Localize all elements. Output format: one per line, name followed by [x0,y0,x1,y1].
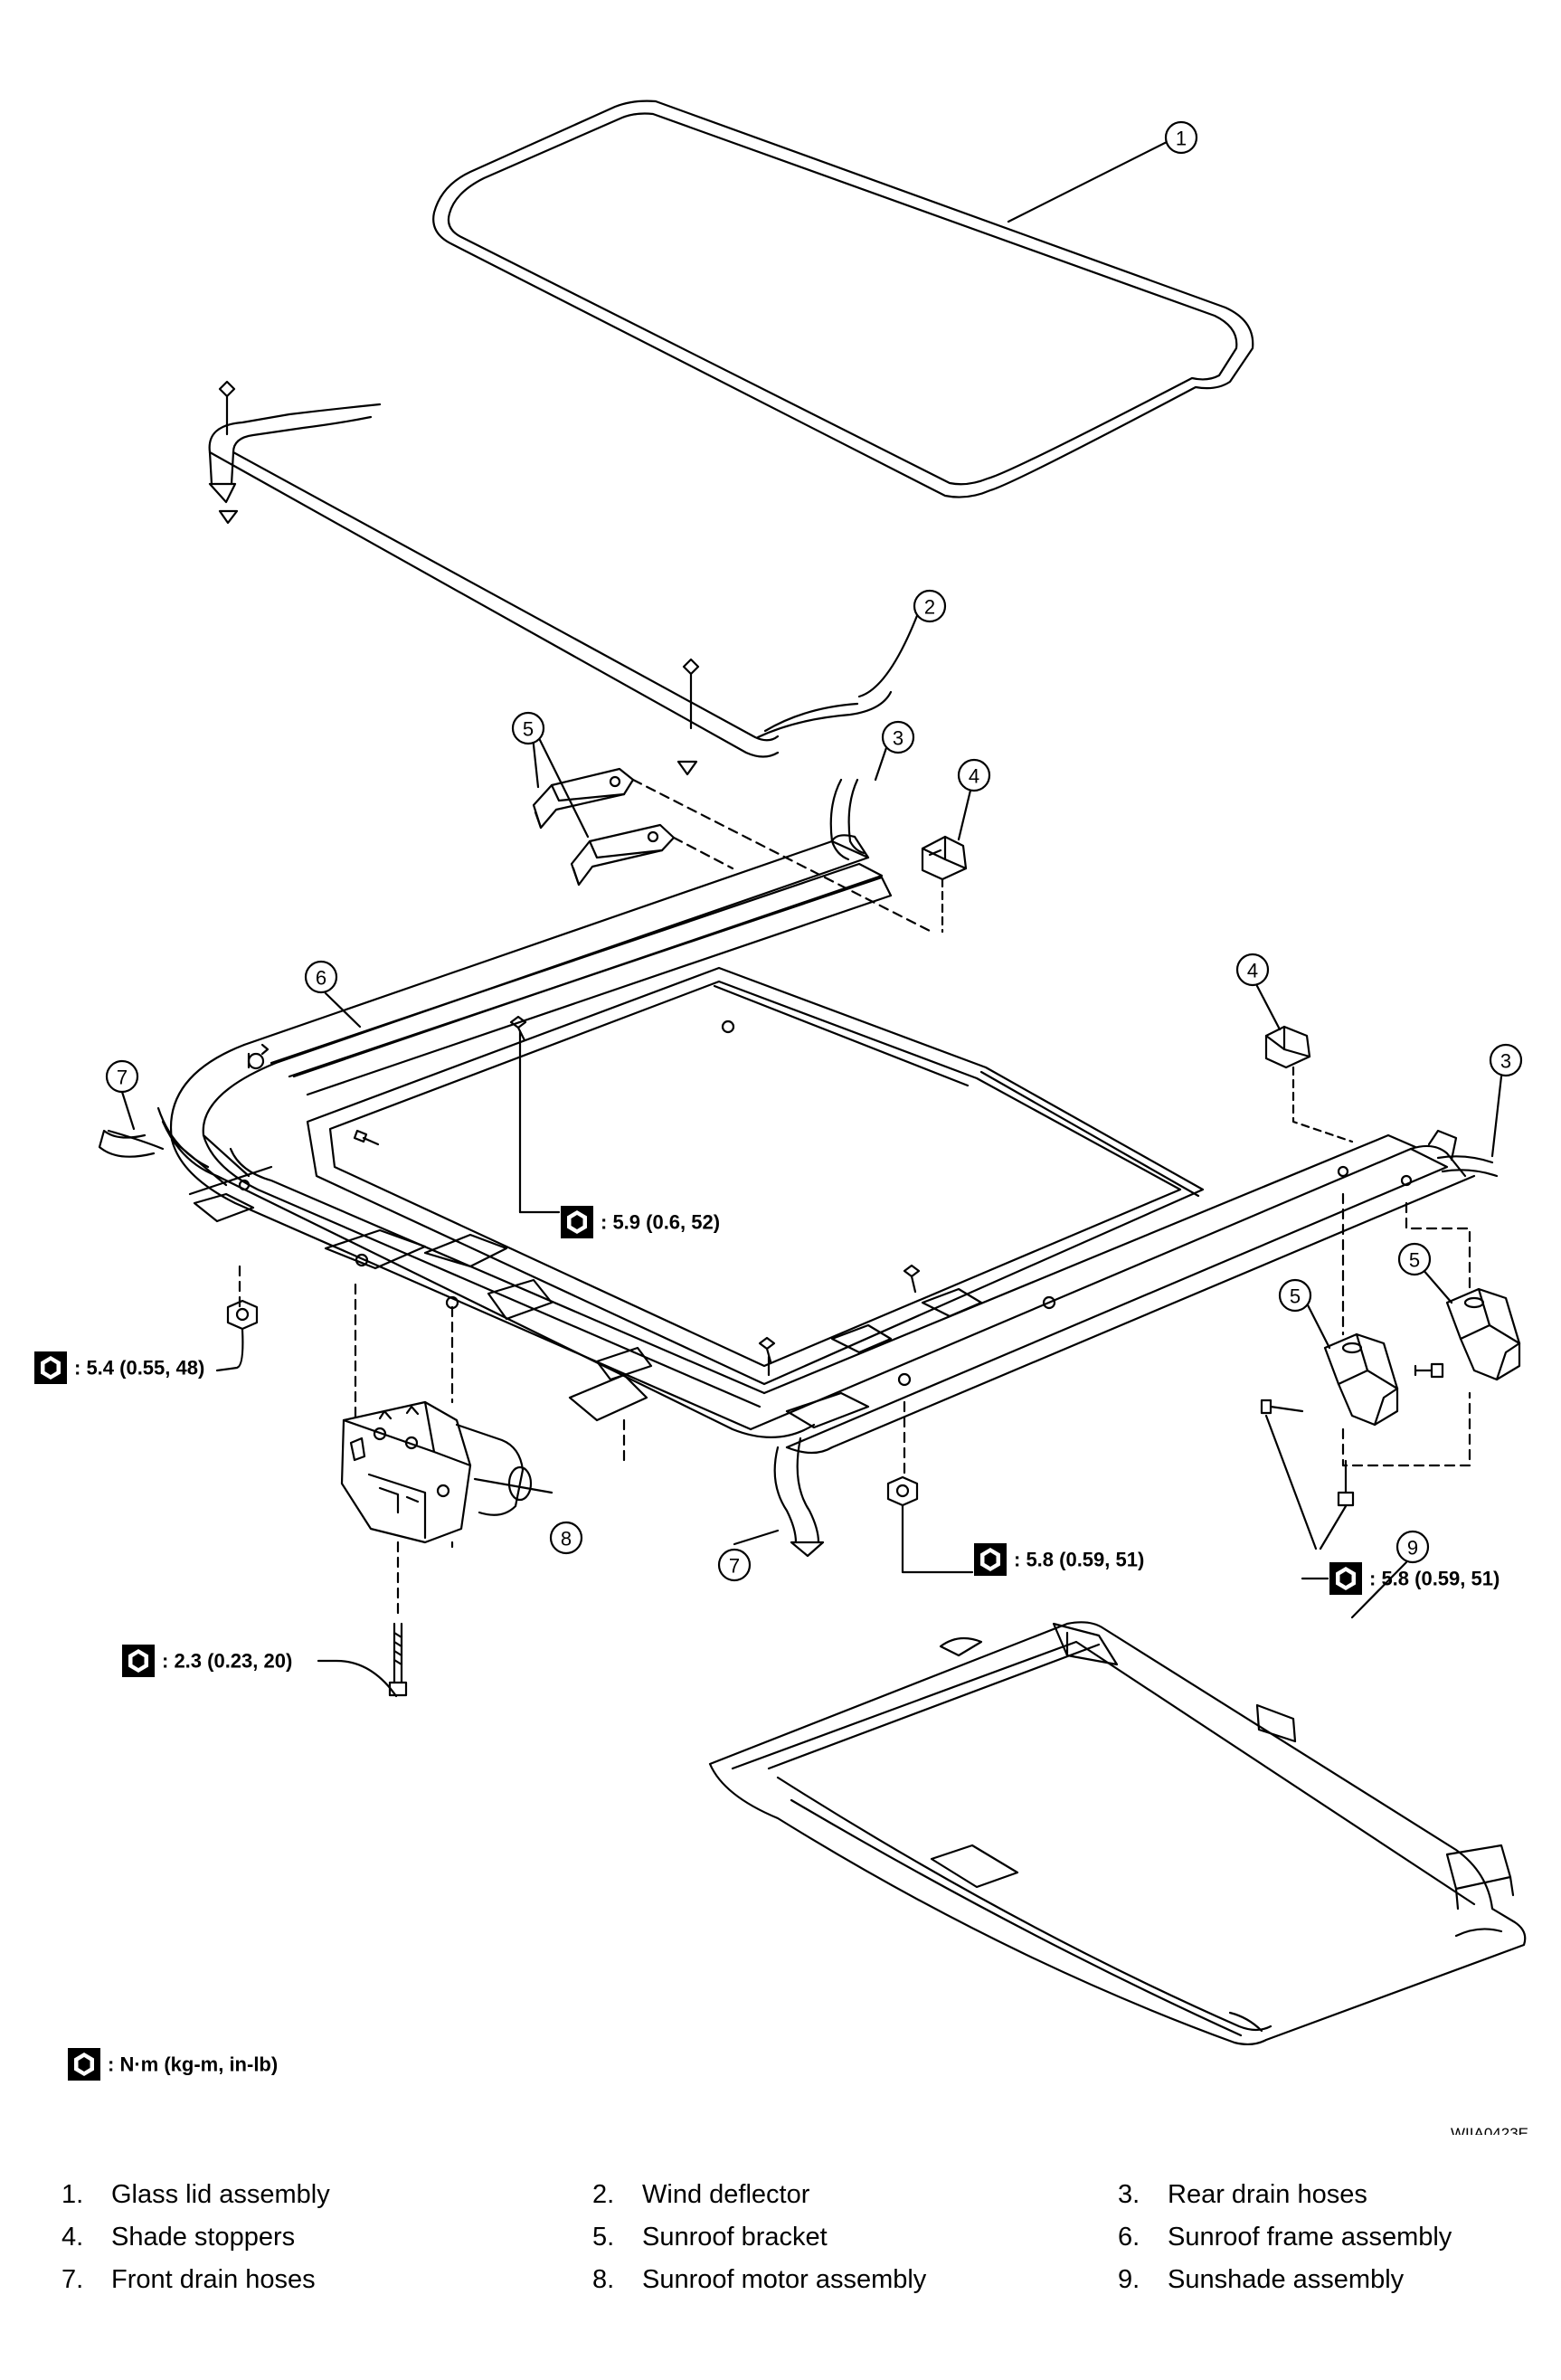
callout-number: 4 [1247,960,1258,982]
torque-icon [68,2048,100,2081]
torque-spec-frame-nut: : 5.4 (0.55, 48) [74,1357,204,1380]
torque-icon [34,1351,67,1384]
callout-number: 7 [117,1067,128,1089]
legend-number: 6. [1118,2223,1140,2252]
callout-circle [1489,1043,1523,1077]
legend-number: 4. [61,2223,84,2252]
callout-number: 7 [729,1555,740,1578]
parts-legend: 1. Glass lid assembly 2. Wind deflector 3.… [0,2180,1561,2361]
callout-number: 2 [924,596,935,619]
figure-id: WIIA0423E [1451,2125,1528,2135]
sunroof-bracket-upper [532,767,676,887]
legend-item: 6. Sunroof frame assembly [1118,2223,1452,2252]
torque-spec-front-nut: : 5.8 (0.59, 51) [1014,1549,1144,1571]
legend-item: 2. Wind deflector [592,2180,809,2210]
legend-label: Rear drain hoses [1168,2180,1367,2209]
bracket-bolts-right [1260,1362,1444,1507]
legend-item: 7. Front drain hoses [61,2265,316,2295]
rear-drain-hose-right [1436,1155,1499,1178]
legend-item: 9. Sunshade assembly [1118,2265,1404,2295]
legend-item: 3. Rear drain hoses [1118,2180,1367,2210]
torque-spec-frame-screw: : 5.9 (0.6, 52) [601,1211,720,1234]
frame-nut-front [886,1475,919,1507]
shade-stopper-upper [921,835,968,881]
legend-label: Front drain hoses [111,2265,316,2294]
glass-lid-assembly [432,100,1254,498]
callout-circle [1235,953,1270,987]
callout-circle [1395,1530,1430,1564]
callout-number: 8 [561,1528,572,1550]
callout-circle [105,1059,139,1094]
sunshade-assembly [708,1621,1527,2046]
legend-label: Sunroof motor assembly [642,2265,927,2294]
callout-number: 9 [1407,1537,1418,1560]
torque-spec-motor-bolt: : 2.3 (0.23, 20) [162,1650,292,1673]
torque-icon [561,1206,593,1238]
callout-number: 5 [1409,1249,1420,1272]
legend-number: 7. [61,2265,84,2294]
torque-spec-bracket-bolt: : 5.8 (0.59, 51) [1369,1568,1500,1590]
sunroof-motor-assembly [340,1400,533,1544]
callout-number: 3 [893,727,903,750]
legend-number: 1. [61,2180,84,2209]
legend-label: Shade stoppers [111,2223,296,2252]
callout-circle [1397,1242,1432,1276]
legend-number: 5. [592,2223,615,2252]
callout-circle [717,1548,752,1582]
callout-number: 5 [523,718,534,741]
callout-circle [304,960,338,994]
sunroof-frame-assembly [98,834,1476,1558]
frame-screws [353,1015,921,1363]
callout-circle [913,589,947,623]
sunroof-bracket-right [1323,1287,1521,1427]
frame-nut-left [226,1299,259,1331]
callout-number: 1 [1176,128,1187,150]
legend-item: 1. Glass lid assembly [61,2180,330,2210]
legend-label: Sunshade assembly [1168,2265,1405,2294]
legend-number: 8. [592,2265,615,2294]
callout-circle [1278,1278,1312,1313]
torque-icon [974,1543,1007,1576]
callout-number: 3 [1500,1050,1511,1073]
motor-bolt [388,1622,408,1697]
legend-number: 3. [1118,2180,1140,2209]
legend-item: 4. Shade stoppers [61,2223,295,2252]
legend-label: Sunroof frame assembly [1168,2223,1452,2252]
callout-number: 5 [1290,1285,1301,1308]
legend-label: Glass lid assembly [111,2180,330,2209]
sunroof-exploded-diagram: 1 2 3 4 5 6 7 4 3 5 5 7 8 9 : 5.9 (0.6, … [34,100,1528,2135]
legend-number: 2. [592,2180,615,2209]
torque-units-key: : N·m (kg-m, in-lb) [108,2053,278,2076]
callout-circle [957,758,991,792]
callout-circle [881,720,915,754]
callout-number: 6 [316,967,326,990]
legend-number: 9. [1118,2265,1140,2294]
legend-item: 8. Sunroof motor assembly [592,2265,926,2295]
torque-icon [1329,1562,1362,1595]
wind-deflector [208,380,893,776]
shade-stopper-right [1264,1025,1311,1069]
legend-label: Sunroof bracket [642,2223,828,2252]
callout-circle [549,1521,583,1555]
callout-circle [1164,120,1198,155]
callout-number: 4 [969,765,979,788]
legend-label: Wind deflector [642,2180,810,2209]
legend-item: 5. Sunroof bracket [592,2223,828,2252]
torque-icon [122,1645,155,1677]
front-drain-hose-left [107,1129,165,1151]
callout-circle [511,711,545,745]
